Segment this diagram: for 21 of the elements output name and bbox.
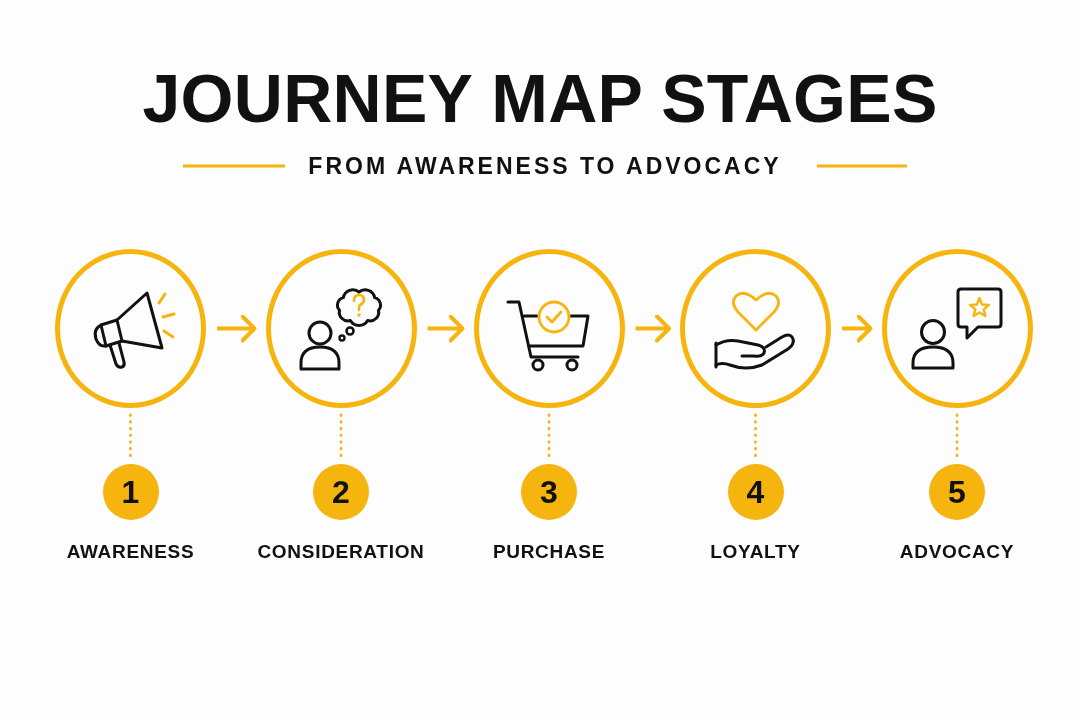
stage-label: PURCHASE — [492, 541, 606, 563]
step-number-badge: 2 — [313, 464, 369, 520]
arrow — [635, 314, 671, 343]
step-number-badge: 3 — [521, 464, 577, 520]
stage-label: ADVOCACY — [899, 541, 1015, 563]
dotted-connector — [339, 413, 343, 459]
step-number-badge: 5 — [929, 464, 985, 520]
step-number-badge: 4 — [727, 464, 784, 520]
dotted-connector — [547, 413, 551, 459]
stage-label: CONSIDERATION — [257, 541, 425, 563]
dotted-connector — [129, 413, 132, 459]
arrow — [842, 314, 873, 343]
step-number-badge: 1 — [102, 464, 159, 520]
dotted-connector — [955, 413, 959, 459]
arrow — [427, 314, 465, 343]
stage-label: LOYALTY — [710, 541, 801, 563]
stage-label: AWARENESS — [66, 541, 195, 563]
subtitle: FROM AWARENESS TO ADVOCACY — [308, 153, 782, 179]
arrow — [217, 314, 257, 343]
dotted-connector — [754, 413, 757, 459]
title: JOURNEY MAP STAGES — [142, 62, 938, 134]
